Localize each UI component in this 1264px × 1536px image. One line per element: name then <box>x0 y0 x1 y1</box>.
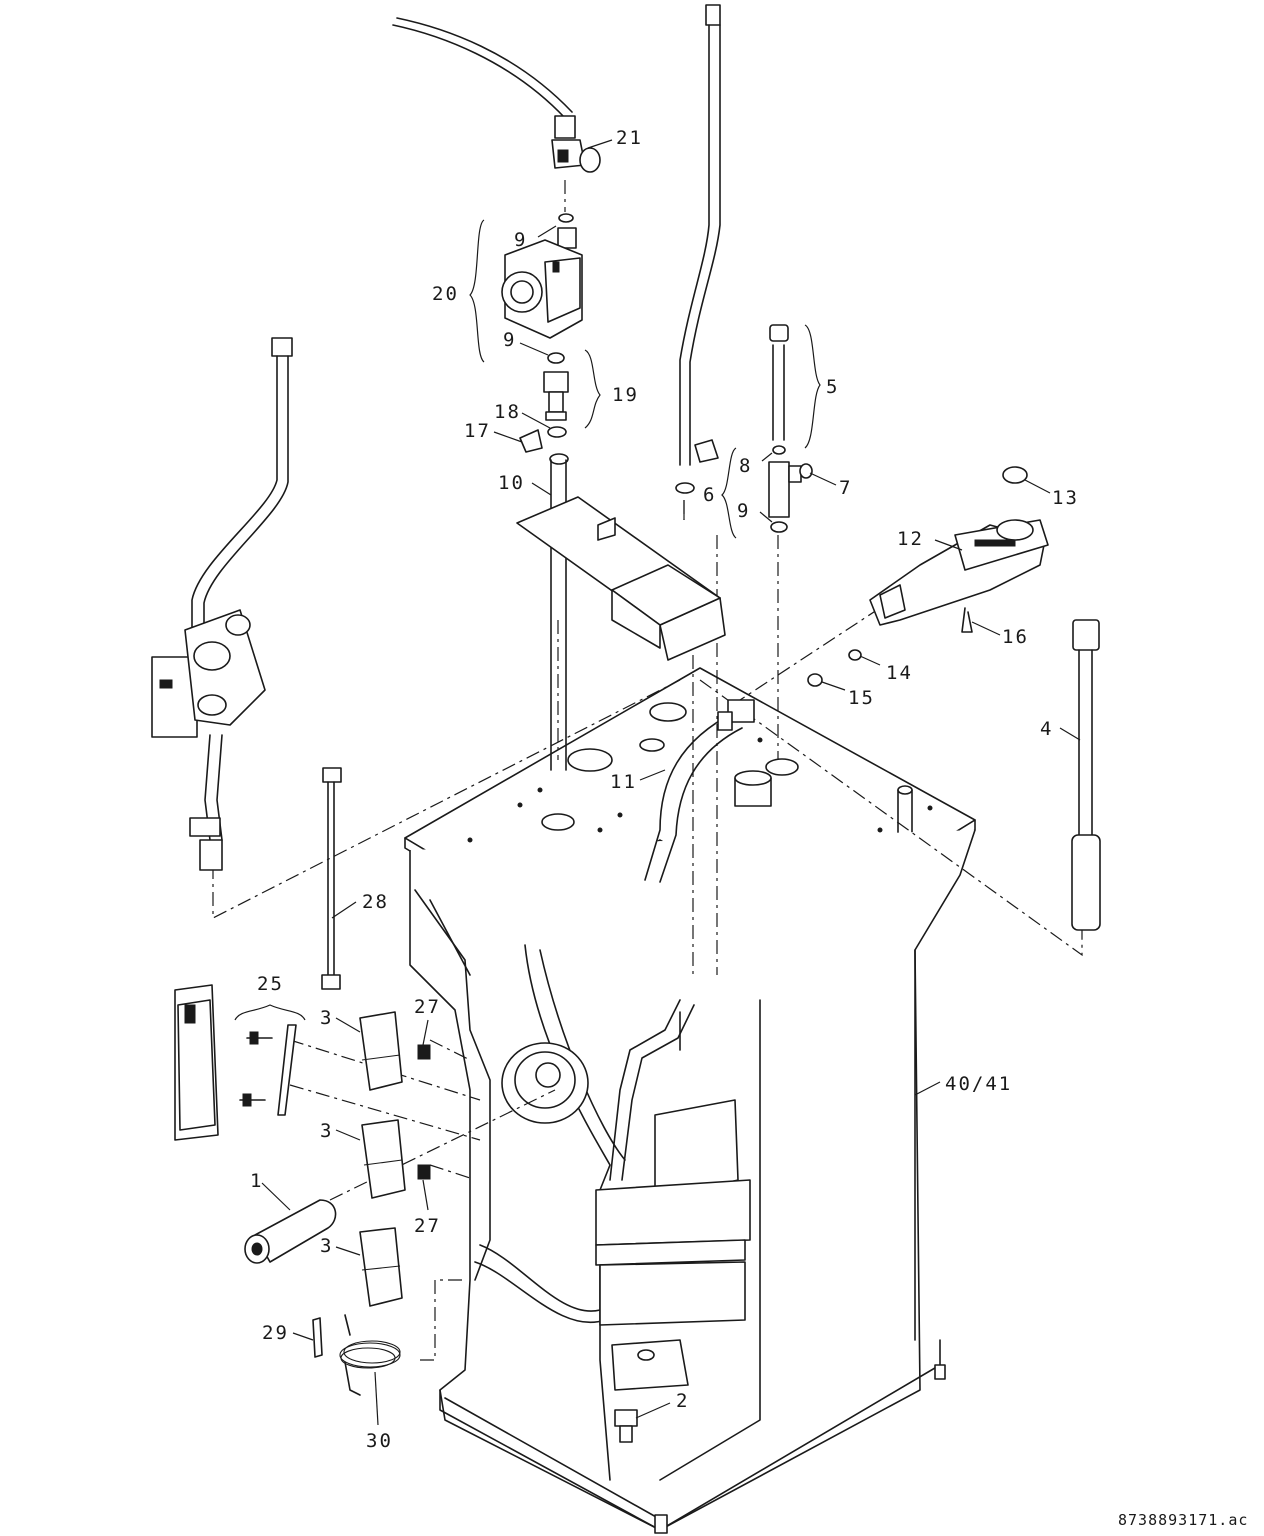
part-28-cable <box>321 767 342 990</box>
part-15-ring <box>807 673 823 687</box>
long-return-pipe <box>675 4 721 494</box>
part-3-blocks <box>359 1011 406 1307</box>
callout-1: 1 <box>250 1170 263 1192</box>
part-21-hose-connector <box>392 17 601 173</box>
callout-16: 16 <box>1002 626 1029 648</box>
part-12-anode-bracket <box>869 519 1049 626</box>
callout-3-lower: 3 <box>320 1235 333 1257</box>
callout-18: 18 <box>494 401 521 423</box>
callout-40-41: 40/41 <box>945 1073 1012 1095</box>
callout-13: 13 <box>1052 487 1079 509</box>
callout-27-upper: 27 <box>414 996 441 1018</box>
callout-labels: 21 9 20 9 19 18 17 10 5 8 7 6 9 13 12 16… <box>250 127 1248 1529</box>
callout-9-middle: 9 <box>503 329 516 351</box>
part-16-clip <box>961 607 973 633</box>
callout-29: 29 <box>262 1322 289 1344</box>
assembly-lines <box>212 180 1083 1361</box>
callout-27-lower: 27 <box>414 1215 441 1237</box>
part-17-clip <box>519 429 543 453</box>
part-5-dip-pipe <box>769 324 789 455</box>
callout-14: 14 <box>886 662 913 684</box>
part-1-sensor-well <box>244 1199 337 1264</box>
callout-8: 8 <box>739 455 752 477</box>
callout-20: 20 <box>432 283 459 305</box>
callout-2: 2 <box>676 1390 689 1412</box>
part-30-coil-cable <box>339 1314 401 1396</box>
callout-15: 15 <box>848 687 875 709</box>
callout-21: 21 <box>616 127 643 149</box>
callout-7: 7 <box>839 477 852 499</box>
callout-5: 5 <box>826 376 839 398</box>
callout-3-middle: 3 <box>320 1120 333 1142</box>
part-19-adapter <box>543 371 569 438</box>
callout-9-lower: 9 <box>737 500 750 522</box>
part-4-anode <box>1071 619 1101 931</box>
part-10-pipe-with-bracket <box>516 453 726 771</box>
callout-25: 25 <box>257 973 284 995</box>
part-20-pump <box>501 213 583 364</box>
left-valve-group <box>151 337 293 871</box>
callout-3-upper: 3 <box>320 1007 333 1029</box>
callout-4: 4 <box>1040 718 1053 740</box>
part-27-clip-upper <box>417 1044 431 1060</box>
part-6-tee-fitting <box>768 461 813 533</box>
callout-28: 28 <box>362 891 389 913</box>
callout-10: 10 <box>498 472 525 494</box>
part-27-clip-lower <box>417 1164 431 1180</box>
part-2-drain-valve <box>614 1409 638 1443</box>
part-11-hose <box>644 699 755 883</box>
part-25-cover <box>174 984 297 1141</box>
callout-19: 19 <box>612 384 639 406</box>
part-13-seal <box>1002 466 1028 484</box>
callout-9-upper: 9 <box>514 229 527 251</box>
tank-body <box>404 667 976 1534</box>
callout-11: 11 <box>610 771 637 793</box>
part-14-ring <box>848 649 862 661</box>
leader-lines <box>234 139 1081 1426</box>
part-29-sensor <box>312 1317 323 1358</box>
callout-17: 17 <box>464 420 491 442</box>
callout-30: 30 <box>366 1430 393 1452</box>
callout-12: 12 <box>897 528 924 550</box>
document-number: 8738893171.ac <box>1118 1511 1248 1529</box>
callout-6: 6 <box>703 484 716 506</box>
